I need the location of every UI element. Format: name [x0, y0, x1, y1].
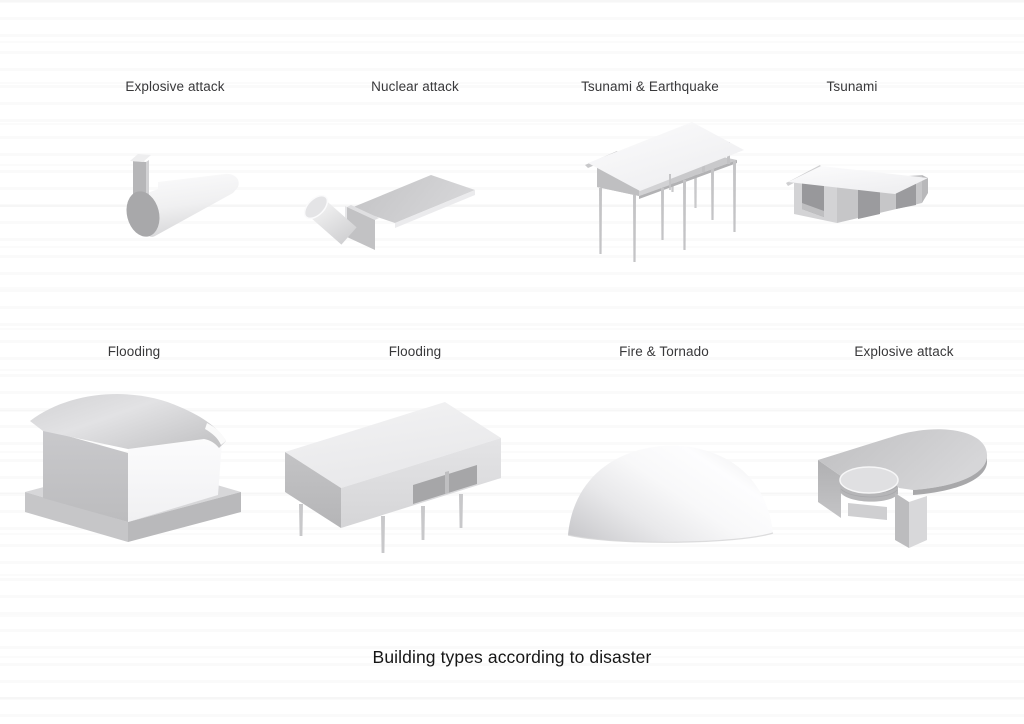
- under-drum-wall: [848, 503, 887, 520]
- end-wall-sliver: [922, 175, 928, 203]
- pipe-end-face: [303, 194, 329, 220]
- diagram-title: Building types according to disaster: [372, 647, 652, 667]
- dome-base-rim: [567, 532, 774, 543]
- end-plate: [345, 205, 379, 250]
- figure-pipe-and-ramp-building: [303, 175, 475, 250]
- disaster-label: Explosive attack: [854, 344, 954, 359]
- figure-slab-building-on-stilts: [285, 402, 501, 553]
- disaster-label: Tsunami & Earthquake: [581, 79, 719, 94]
- figure-barrel-vault-building-on-plinth: [25, 394, 241, 542]
- stilt-legs: [299, 494, 463, 553]
- gable-roof: [588, 122, 744, 191]
- figure-gable-house-with-breakaway-walls: [786, 165, 928, 223]
- disaster-label: Fire & Tornado: [619, 344, 709, 359]
- right-wall-fin: [895, 493, 927, 548]
- cylinder-body: [144, 173, 239, 237]
- roof-underside-lip: [205, 423, 226, 445]
- dome-shell: [568, 445, 773, 543]
- interior-floor: [802, 203, 824, 217]
- stack: [130, 154, 151, 199]
- open-end-interior: [128, 429, 222, 522]
- disaster-label: Explosive attack: [125, 79, 225, 94]
- barrel-roof: [30, 394, 226, 449]
- slab-front-edge: [913, 457, 987, 495]
- cylinder-end-face: [126, 191, 160, 237]
- figure-dome-building: [567, 445, 774, 543]
- ramp-plane: [351, 175, 475, 223]
- figure-rounded-slab-building-with-drum: [818, 429, 988, 548]
- gable-roof: [788, 166, 928, 194]
- bay-divider-wall: [445, 471, 449, 494]
- ramp-edge: [395, 190, 475, 228]
- figure-stilt-house-with-gable-roof: [585, 122, 744, 262]
- disaster-label: Nuclear attack: [371, 79, 459, 94]
- disaster-label: Tsunami: [826, 79, 878, 94]
- disaster-label: Flooding: [388, 344, 442, 359]
- disaster-label: Flooding: [107, 344, 161, 359]
- rounded-slab-top: [818, 429, 988, 490]
- left-end-face: [285, 452, 341, 528]
- left-wall-fin: [818, 460, 841, 518]
- wall-opening: [858, 185, 880, 219]
- drum-top: [839, 466, 899, 494]
- figure-cylinder-building-with-stack: [126, 154, 239, 237]
- front-wall: [43, 429, 128, 522]
- slab-top: [285, 402, 501, 488]
- stilt-legs: [599, 161, 736, 262]
